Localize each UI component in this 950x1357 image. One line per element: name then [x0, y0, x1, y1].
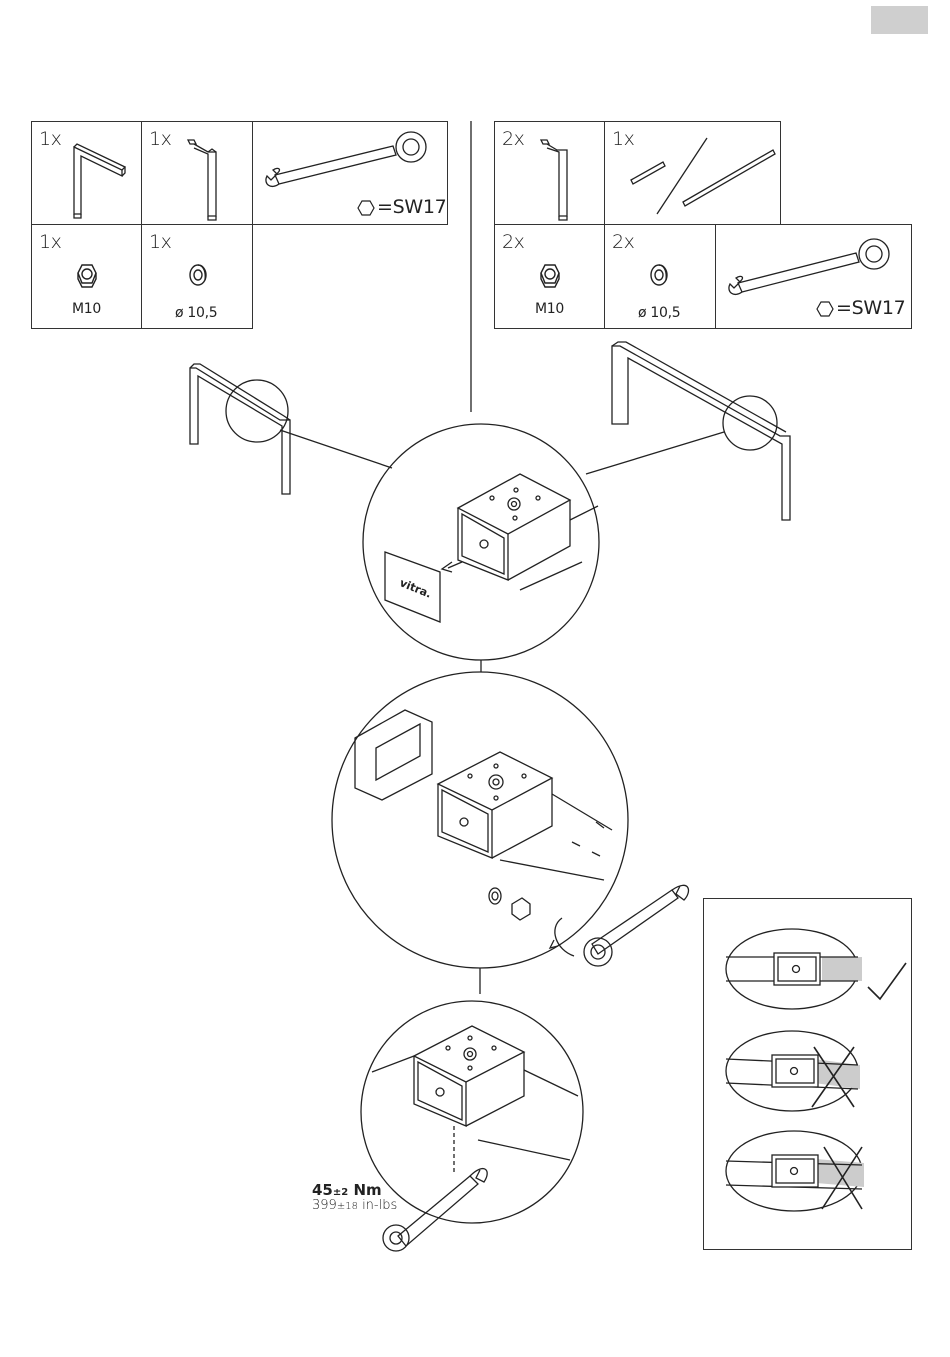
torque-nm-value: 45 — [312, 1181, 333, 1199]
frame-left-drawing — [190, 364, 392, 494]
torque-nm: 45±2 Nm — [312, 1181, 382, 1199]
detail-cap-removal — [363, 424, 599, 660]
detail-bolt-fastening — [332, 672, 688, 968]
frame-right-drawing — [586, 342, 790, 520]
alignment-wrong-offset — [726, 1131, 864, 1211]
torque-nm-unit: Nm — [348, 1181, 381, 1199]
torque-inlbs-value: 399 — [312, 1198, 337, 1213]
torque-inlbs-tolerance: ±18 — [337, 1201, 358, 1212]
torque-nm-tolerance: ±2 — [333, 1187, 348, 1198]
cap-brand-logo: vitra. — [398, 576, 434, 601]
torque-inlbs-unit: in-lbs — [358, 1198, 397, 1213]
detail-torque — [361, 1001, 583, 1251]
torque-inlbs: 399±18 in-lbs — [312, 1198, 397, 1213]
check-icon — [868, 963, 906, 999]
alignment-check-drawings — [704, 899, 913, 1251]
alignment-correct — [726, 929, 862, 1009]
alignment-wrong-tilted — [726, 1031, 860, 1111]
alignment-check-panel — [703, 898, 912, 1250]
